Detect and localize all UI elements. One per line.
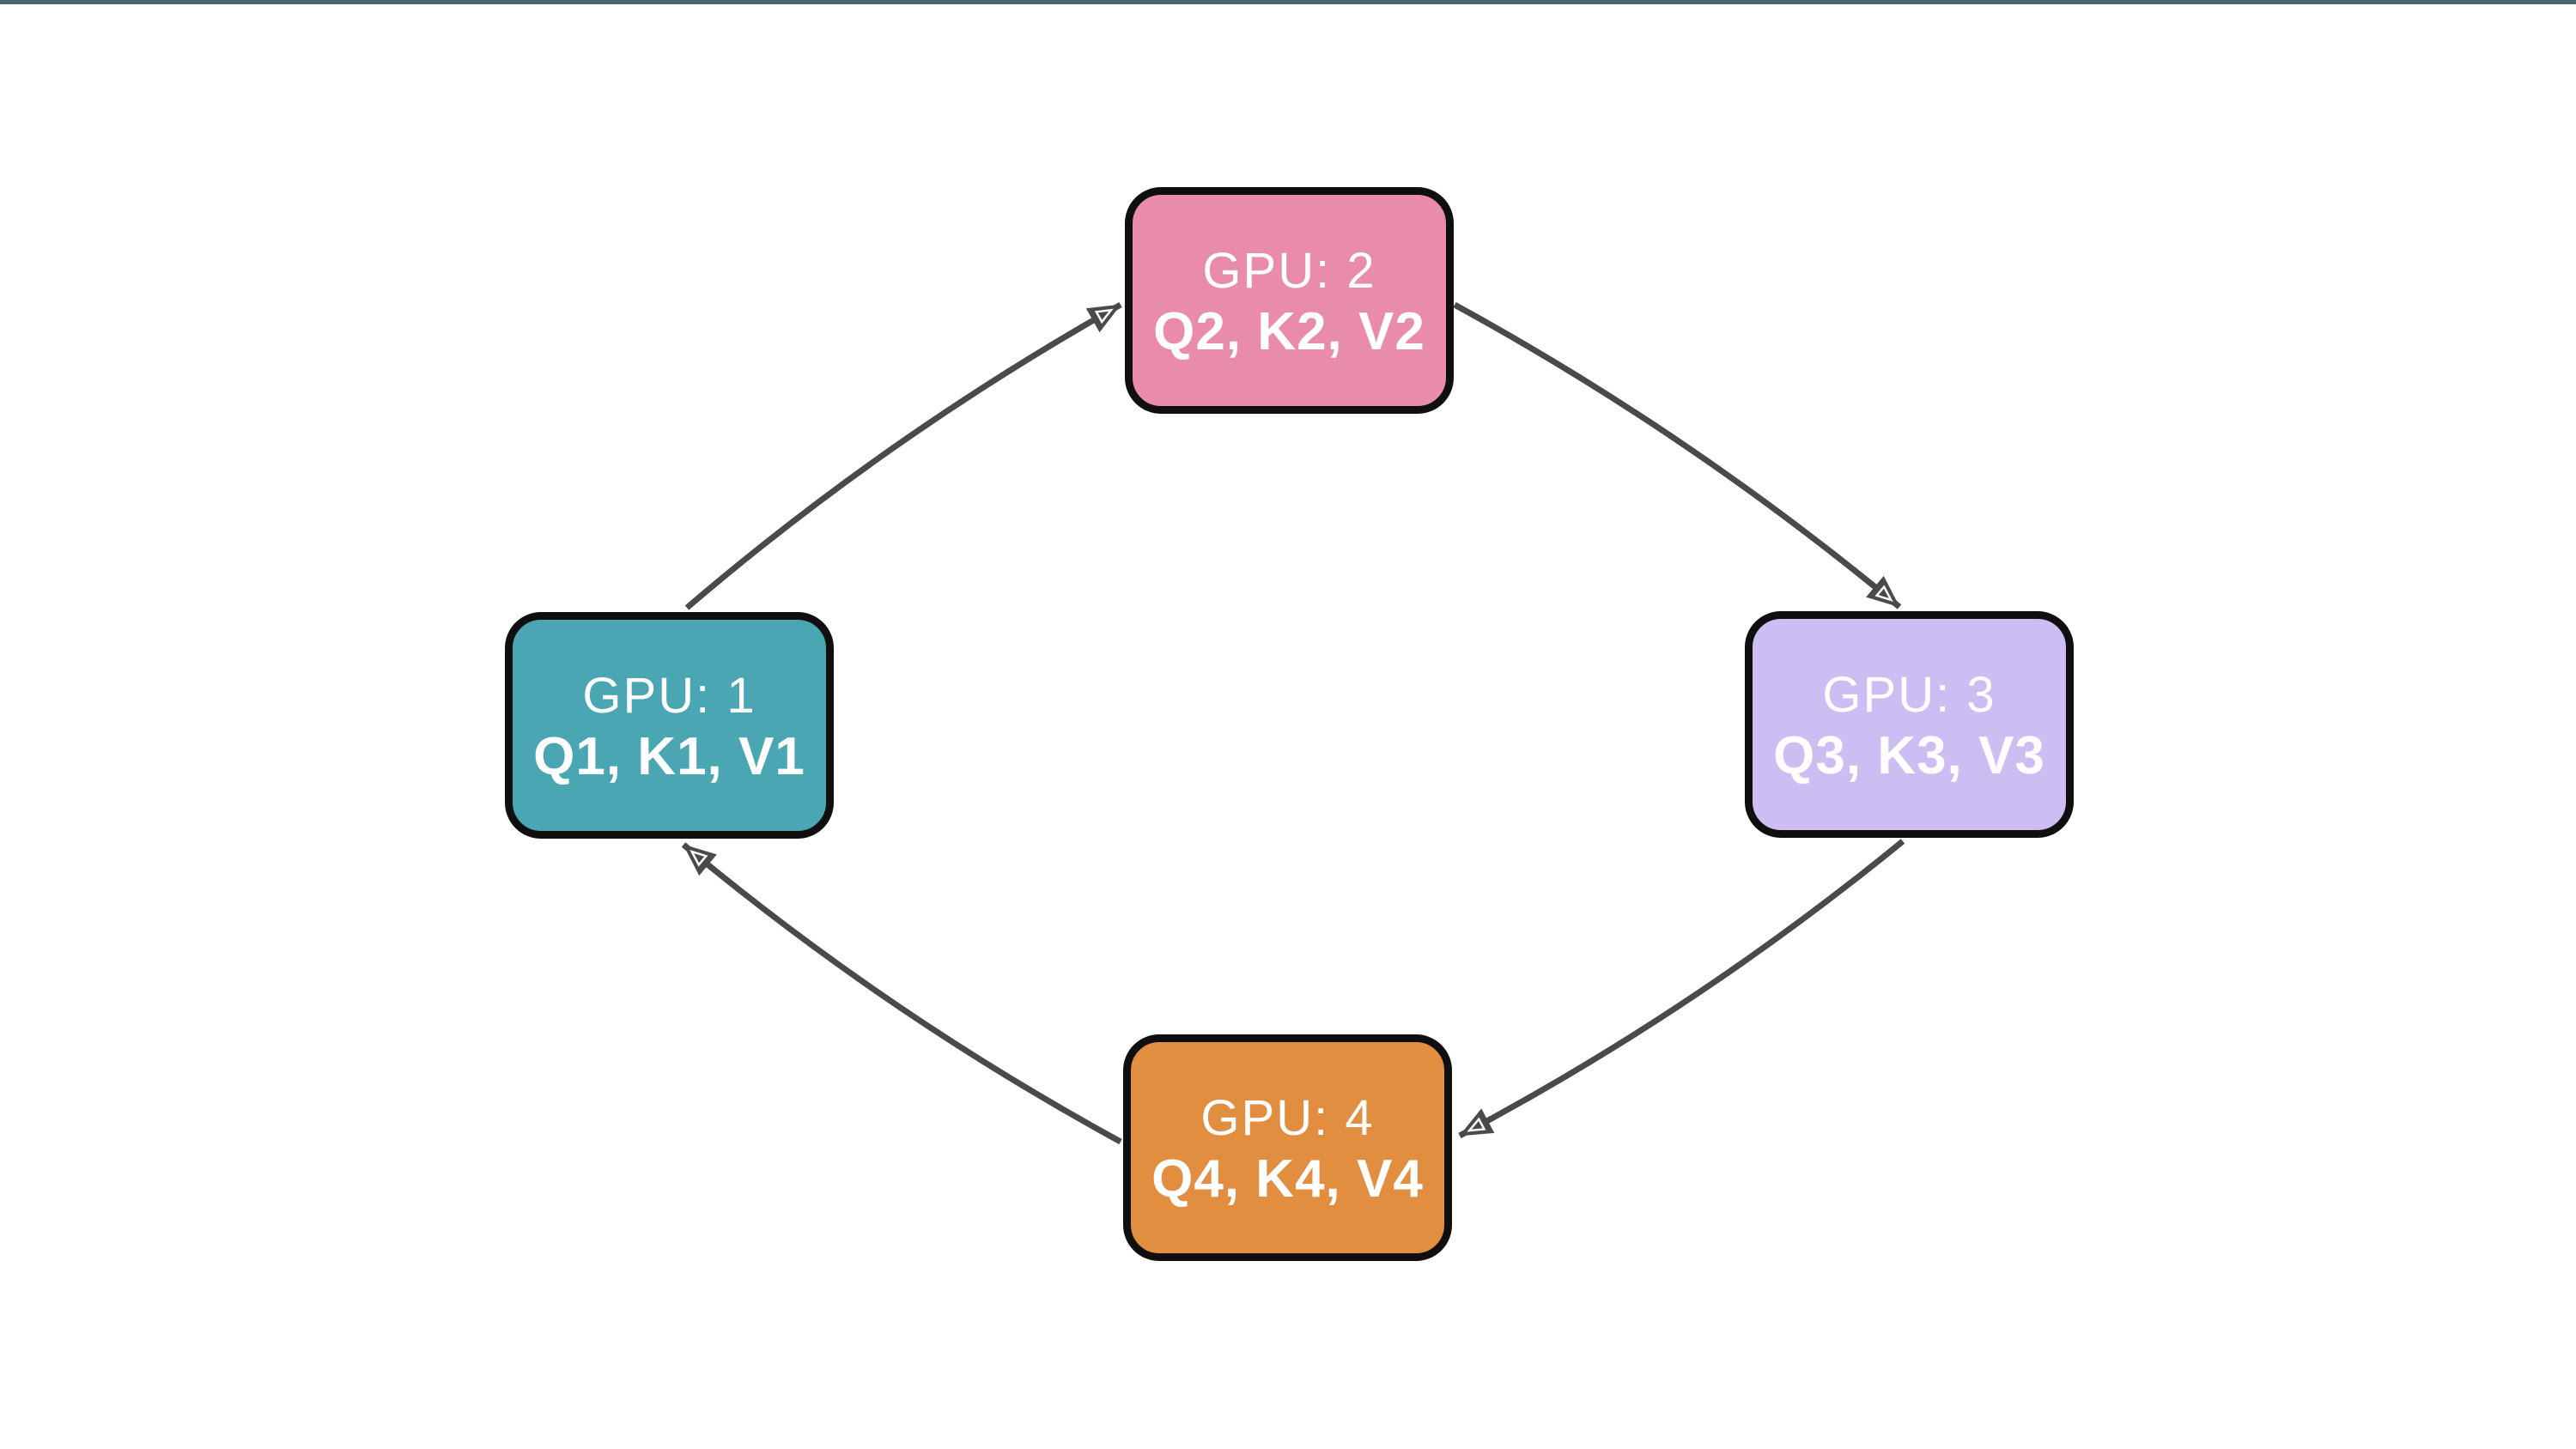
node-gpu4-tensors: Q4, K4, V4	[1151, 1149, 1424, 1209]
node-gpu1-title: GPU: 1	[582, 668, 756, 724]
edge-gpu4-to-gpu1	[681, 842, 1122, 1145]
top-accent-bar	[0, 0, 2576, 4]
edge-gpu1-to-gpu2	[684, 301, 1122, 610]
node-gpu1-tensors: Q1, K1, V1	[533, 726, 805, 786]
node-gpu2-tensors: Q2, K2, V2	[1153, 301, 1425, 361]
node-gpu4-title: GPU: 4	[1200, 1090, 1375, 1147]
node-gpu4: GPU: 4 Q4, K4, V4	[1123, 1034, 1452, 1261]
node-gpu3-title: GPU: 3	[1822, 667, 1996, 724]
node-gpu2-title: GPU: 2	[1202, 243, 1376, 300]
node-gpu2: GPU: 2 Q2, K2, V2	[1125, 187, 1454, 414]
edge-gpu3-to-gpu4	[1458, 839, 1905, 1139]
node-gpu1: GPU: 1 Q1, K1, V1	[505, 612, 834, 839]
edge-gpu2-to-gpu3	[1453, 301, 1902, 609]
node-gpu3: GPU: 3 Q3, K3, V3	[1745, 611, 2074, 838]
node-gpu3-tensors: Q3, K3, V3	[1773, 725, 2045, 785]
